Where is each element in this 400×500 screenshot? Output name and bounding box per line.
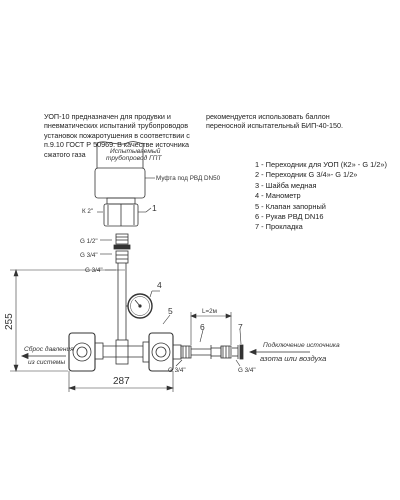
flow-arrows xyxy=(20,348,310,360)
callout-4: 4 xyxy=(157,280,162,290)
dimension-height xyxy=(10,269,116,372)
shutoff-valve xyxy=(148,332,182,372)
legend-item-2: 2 - Переходник G 3/4»- G 1/2» xyxy=(255,170,358,180)
parts-legend: 1 - Переходник для УОП (К2» - G 1/2») 2 … xyxy=(255,160,387,233)
k2-label: К 2" xyxy=(82,208,93,215)
gasket xyxy=(239,344,244,360)
discharge-label-1: Сброс давления xyxy=(24,345,74,353)
hose-rvd-dn16 xyxy=(180,345,239,359)
dimension-width-label: 287 xyxy=(113,376,130,387)
intro-text-left: УОП-10 предназначен для продувки и пневм… xyxy=(44,112,190,159)
g34-label-upper: G 3/4" xyxy=(80,252,98,259)
legend-item-3: 3 - Шайба медная xyxy=(255,180,317,190)
vertical-riser xyxy=(117,263,127,340)
intro-text-right: рекомендуется использовать баллон перено… xyxy=(206,112,344,131)
callout-1: 1 xyxy=(152,203,157,213)
legend-item-1: 1 - Переходник для УОП (К2» - G 1/2») xyxy=(255,160,387,169)
hose-length-label: L=2м xyxy=(202,308,217,315)
discharge-valve xyxy=(68,332,104,372)
source-label-1: Подключение источника xyxy=(263,341,340,349)
leader-lines xyxy=(97,177,242,367)
manometer xyxy=(126,293,153,319)
manifold xyxy=(103,339,150,365)
g12-label: G 1/2" xyxy=(80,238,98,245)
source-label-2: азота или воздуха xyxy=(260,354,326,363)
dimension-hose-length xyxy=(190,312,232,345)
dimension-height-label: 255 xyxy=(4,313,15,330)
legend-item-6: 6 - Рукав РВД DN16 xyxy=(255,212,324,222)
discharge-label-2: из системы xyxy=(28,359,65,366)
dimension-width xyxy=(68,371,174,392)
adapter-g34-g12 xyxy=(113,233,131,264)
g34-label-hose: G 3/4" xyxy=(238,367,256,374)
legend-item-5: 5 - Клапан запорный xyxy=(255,201,326,211)
coupling-label: Муфта под РВД DN50 xyxy=(156,175,221,182)
callout-5: 5 xyxy=(168,306,173,316)
callout-6: 6 xyxy=(200,322,205,332)
g34-label-lower: G 3/4" xyxy=(85,267,103,274)
pipeline-label-2: трубопровод ГПТ xyxy=(106,154,162,162)
callout-7: 7 xyxy=(238,322,243,332)
g34-label-valve: G 3/4" xyxy=(168,367,186,374)
adapter-k2-fitting xyxy=(103,197,139,227)
legend-item-4: 4 - Манометр xyxy=(255,191,301,201)
legend-item-7: 7 - Прокладка xyxy=(255,222,303,232)
pipeline-label-1: Испытываемый xyxy=(110,147,161,155)
